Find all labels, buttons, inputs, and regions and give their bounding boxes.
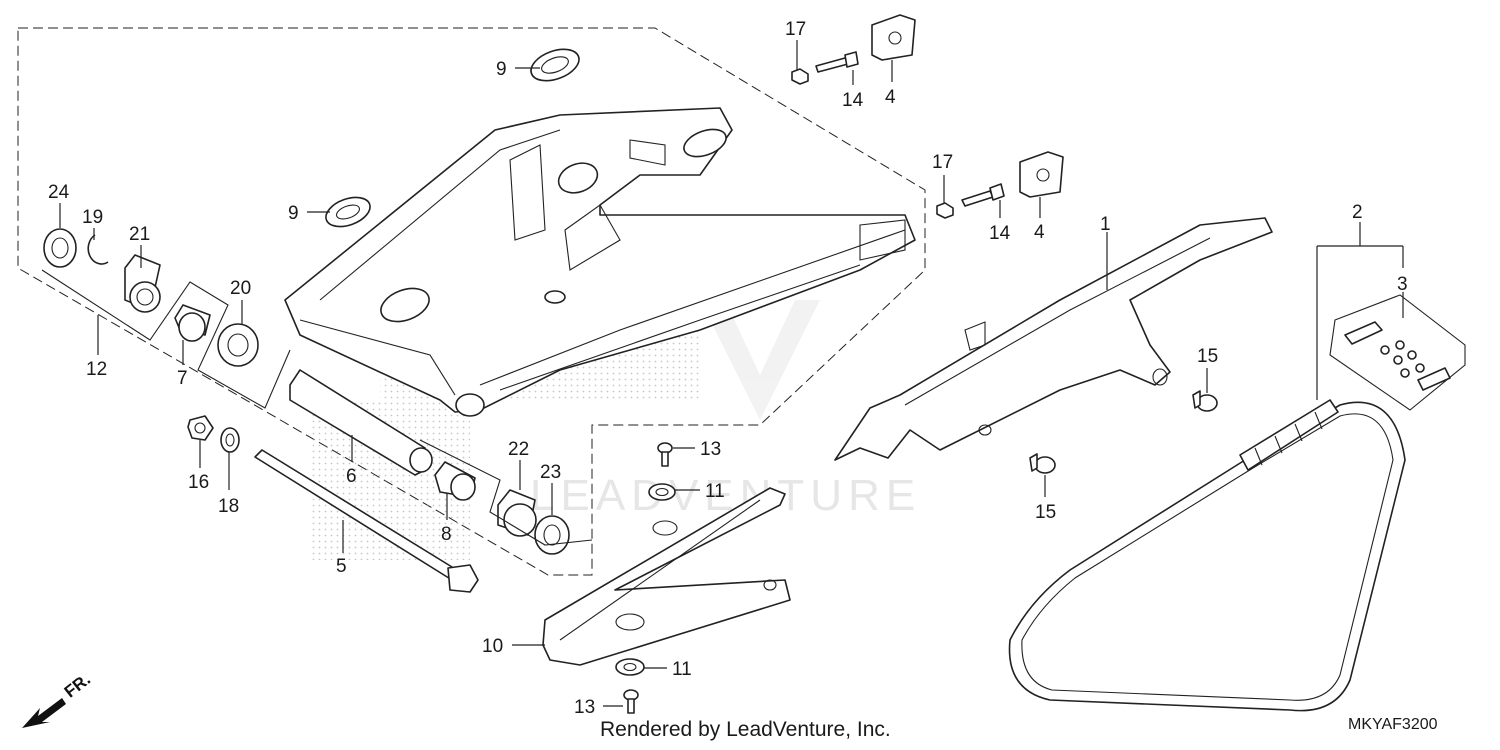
callout-12: 12 xyxy=(86,359,107,380)
bearing-set-bracket-right xyxy=(419,439,593,546)
leader-lines xyxy=(59,40,1404,707)
callout-4-top: 4 xyxy=(885,87,896,108)
nut-16[interactable] xyxy=(187,415,214,441)
callout-15-right: 15 xyxy=(1197,346,1218,367)
collar-11-bottom[interactable] xyxy=(615,658,645,676)
grommet-9-top[interactable] xyxy=(527,43,584,86)
screw-15-right[interactable] xyxy=(1192,390,1218,412)
callout-21: 21 xyxy=(129,224,150,245)
pivot-seal-24[interactable] xyxy=(43,228,77,268)
ball-bearing-20[interactable] xyxy=(217,323,259,367)
assembly-boundary xyxy=(17,27,926,576)
drive-chain-2[interactable] xyxy=(1008,399,1406,712)
collar-7[interactable] xyxy=(174,304,211,342)
callout-6: 6 xyxy=(346,466,357,487)
callouts: 1 2 3 4 4 5 6 7 8 9 9 10 11 11 12 13 13 … xyxy=(48,19,1408,718)
screw-15-left[interactable] xyxy=(1029,453,1056,474)
callout-22: 22 xyxy=(508,439,529,460)
adjuster-bolt-14-mid[interactable] xyxy=(961,183,1005,207)
callout-9-top: 9 xyxy=(496,59,507,80)
washer-18[interactable] xyxy=(220,427,240,453)
master-link-3[interactable] xyxy=(1344,321,1451,391)
callout-9-mid: 9 xyxy=(288,203,299,224)
pivot-bolt-5[interactable] xyxy=(254,449,479,593)
nut-17-top[interactable] xyxy=(791,68,809,85)
screw-13-top[interactable] xyxy=(657,442,673,467)
collar-8[interactable] xyxy=(434,461,476,501)
callout-19: 19 xyxy=(82,207,103,228)
needle-bearing-21[interactable] xyxy=(124,254,161,313)
render-credit: Rendered by LeadVenture, Inc. xyxy=(600,718,891,741)
callout-3: 3 xyxy=(1397,274,1408,295)
callout-14-mid: 14 xyxy=(989,223,1011,244)
adjuster-plate-4-mid[interactable] xyxy=(1019,151,1064,198)
circlip-19[interactable] xyxy=(87,234,109,265)
front-direction-arrow xyxy=(22,698,66,728)
callout-23: 23 xyxy=(540,462,561,483)
callout-24: 24 xyxy=(48,182,70,203)
bearing-set-bracket-12 xyxy=(41,269,291,409)
callout-18: 18 xyxy=(218,496,239,517)
callout-16: 16 xyxy=(188,472,209,493)
callout-20: 20 xyxy=(230,278,251,299)
callout-4-mid: 4 xyxy=(1034,222,1045,243)
watermark: LEADVENTURE xyxy=(530,471,921,520)
callout-14-top: 14 xyxy=(842,90,864,111)
pivot-collar-6[interactable] xyxy=(289,369,433,476)
callout-5: 5 xyxy=(336,556,347,577)
nut-17-mid[interactable] xyxy=(936,202,954,219)
swingarm[interactable] xyxy=(284,107,916,417)
callout-10: 10 xyxy=(482,636,503,657)
callout-17-top: 17 xyxy=(785,19,806,40)
callout-7: 7 xyxy=(177,368,188,389)
master-link-box xyxy=(1329,294,1466,411)
callout-1: 1 xyxy=(1100,214,1111,235)
adjuster-plate-4-top[interactable] xyxy=(871,14,916,61)
callout-11-top: 11 xyxy=(705,481,725,502)
callout-15-left: 15 xyxy=(1035,502,1056,523)
callout-13-top: 13 xyxy=(700,439,721,460)
needle-bearing-22[interactable] xyxy=(497,489,537,537)
screw-13-bottom[interactable] xyxy=(623,689,639,714)
chain-guard-1[interactable] xyxy=(834,217,1273,461)
collar-11-top[interactable] xyxy=(648,483,676,501)
seal-23[interactable] xyxy=(534,515,570,555)
grommet-9-mid[interactable] xyxy=(322,192,374,232)
callout-2: 2 xyxy=(1352,202,1363,223)
callout-17-mid: 17 xyxy=(932,152,953,173)
diagram-code: MKYAF3200 xyxy=(1348,716,1438,733)
chain-slider-10[interactable] xyxy=(542,487,791,666)
callout-11-bottom: 11 xyxy=(672,659,692,680)
adjuster-bolt-14-top[interactable] xyxy=(815,51,859,73)
callout-13-bottom: 13 xyxy=(574,697,595,718)
callout-8: 8 xyxy=(441,524,452,545)
